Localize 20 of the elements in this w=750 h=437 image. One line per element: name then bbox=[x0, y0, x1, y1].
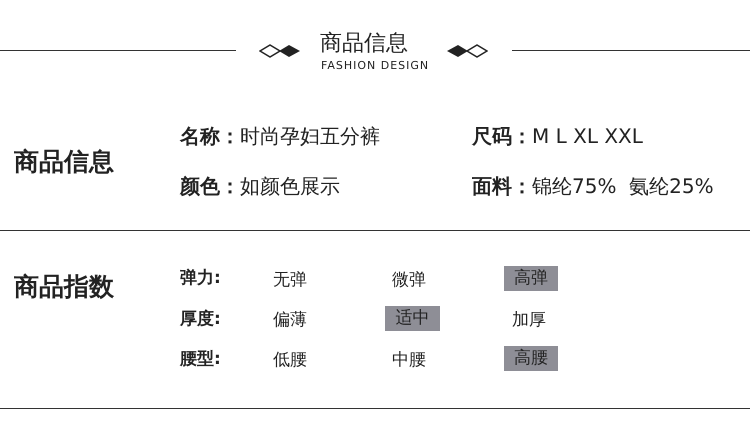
field-text: 颜色：如颜色展示 bbox=[180, 173, 340, 200]
selected-option: 适中 bbox=[385, 306, 440, 331]
row-label: 弹力: bbox=[180, 267, 221, 289]
option-text: 低腰 bbox=[273, 349, 307, 371]
subtitle: FASHION DESIGN bbox=[321, 59, 430, 72]
option-text: 微弹 bbox=[392, 269, 426, 291]
row-label: 厚度: bbox=[180, 308, 221, 330]
option-text: 偏薄 bbox=[273, 309, 307, 331]
page-title: 商品信息 bbox=[320, 30, 408, 58]
field-text: 面料：锦纶75% 氨纶25% bbox=[472, 173, 714, 200]
selected-option: 高弹 bbox=[504, 266, 558, 291]
section-heading: 商品信息 bbox=[14, 146, 114, 178]
field-text: 尺码：M L XL XXL bbox=[472, 123, 643, 150]
selected-option: 高腰 bbox=[504, 346, 558, 371]
option-text: 加厚 bbox=[512, 309, 546, 331]
field-text: 名称：时尚孕妇五分裤 bbox=[180, 123, 380, 150]
option-text: 无弹 bbox=[273, 269, 307, 291]
option-text: 中腰 bbox=[392, 349, 426, 371]
row-label: 腰型: bbox=[180, 348, 221, 370]
section-heading: 商品指数 bbox=[14, 271, 114, 303]
